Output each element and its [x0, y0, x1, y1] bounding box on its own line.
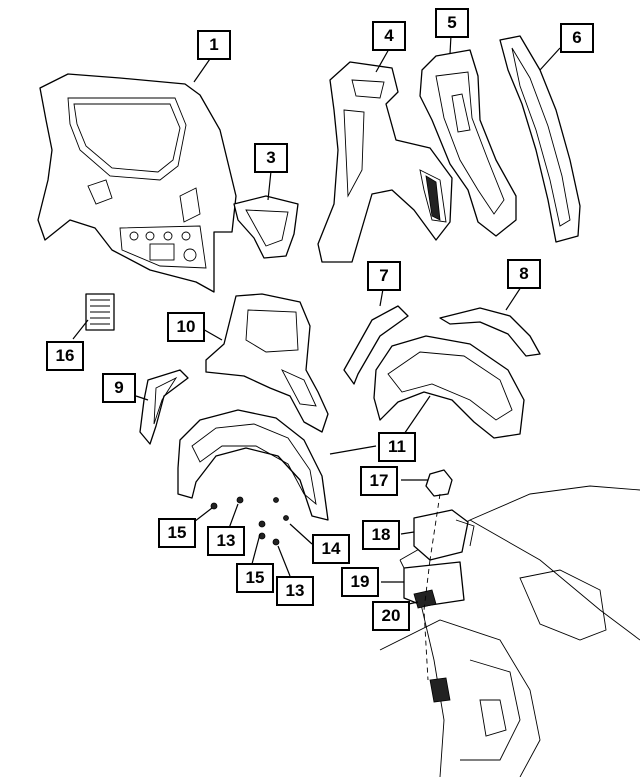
callout-19: 19 [341, 567, 379, 597]
callout-15-lower: 15 [236, 563, 274, 593]
quarter-panel-part [37, 73, 237, 293]
callout-6: 6 [560, 23, 594, 53]
flare-strip-part [439, 307, 541, 357]
callout-8: 8 [507, 259, 541, 289]
callout-11: 11 [378, 432, 416, 462]
wheelhouse-part [205, 293, 329, 433]
inner-panel-part [317, 61, 453, 263]
extension-strip-part [343, 305, 409, 385]
callout-5: 5 [435, 8, 469, 38]
callout-3: 3 [254, 143, 288, 173]
callout-10: 10 [167, 312, 205, 342]
callout-1: 1 [197, 30, 231, 60]
fasteners [210, 496, 289, 546]
callout-9: 9 [102, 373, 136, 403]
callout-17: 17 [360, 466, 398, 496]
wheel-liner-upper-part [373, 335, 525, 439]
wheel-liner-lower-part [177, 409, 329, 521]
callout-13-lower: 13 [276, 576, 314, 606]
leader-lines [72, 34, 561, 606]
callout-4: 4 [372, 21, 406, 51]
callout-18: 18 [362, 520, 400, 550]
vent-part [85, 293, 115, 331]
extension-part [139, 369, 189, 445]
callout-13-upper: 13 [207, 526, 245, 556]
callout-20: 20 [372, 601, 410, 631]
callout-7: 7 [367, 261, 401, 291]
pillar-reinforcement-part [419, 49, 517, 237]
fuel-door-assembly [403, 469, 475, 681]
bracket-part [233, 195, 299, 259]
callout-14: 14 [312, 534, 350, 564]
callout-16: 16 [46, 341, 84, 371]
callout-15-upper: 15 [158, 518, 196, 548]
